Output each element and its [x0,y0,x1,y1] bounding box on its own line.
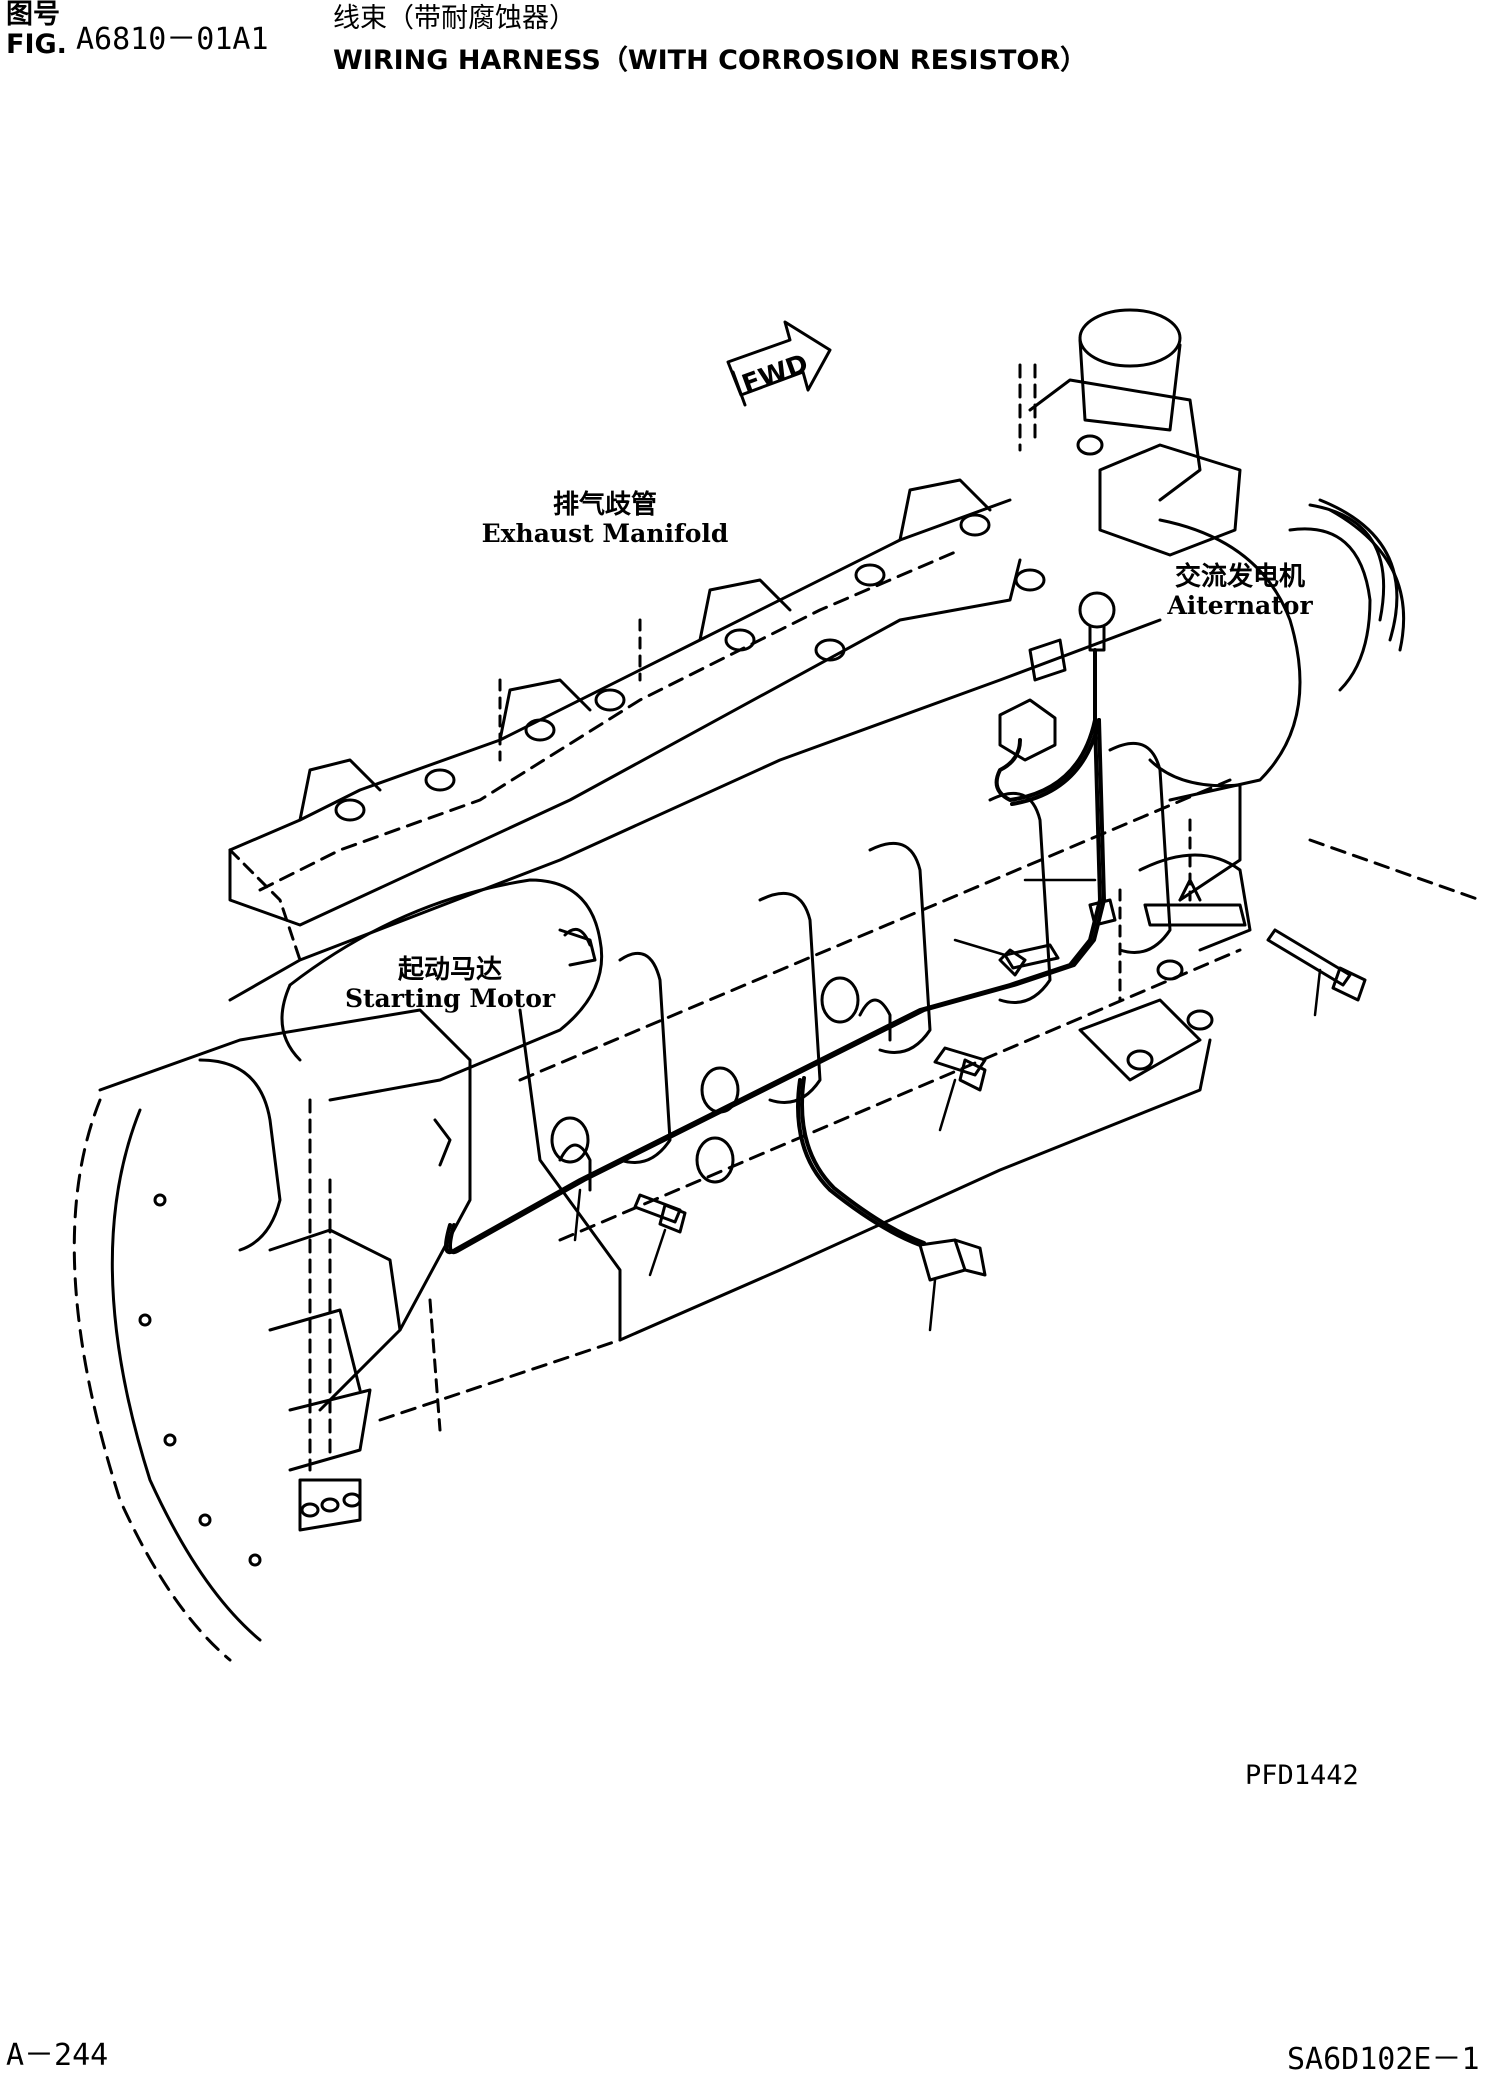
title-en: WIRING HARNESS（WITH CORROSION RESISTOR） [333,45,1088,76]
drawing-number: PFD1442 [1245,1760,1359,1791]
alternator-label: 交流发电机 Aiternator [1140,562,1340,620]
leader-lines [573,878,1322,1332]
alternator-label-cn: 交流发电机 [1174,562,1305,592]
exhaust-manifold-label-en: Exhaust Manifold [481,519,729,548]
page-number: A－244 [6,2038,109,2073]
harness-clamps [433,927,892,1192]
cylinder-block [228,618,1242,1422]
harness-connectors [918,591,1117,1282]
starting-motor-label-en: Starting Motor [344,984,556,1013]
coolant-outlet [1018,308,1242,557]
exhaust-manifold [228,478,1046,962]
wiring-harness [444,648,1106,1255]
flywheel-housing [72,1008,472,1662]
fwd-arrow-label: FWD [738,349,812,400]
figure-label-cn: 图号 [6,0,60,30]
title-cn: 线束（带耐腐蚀器） [333,3,576,34]
starting-motor-label: 起动马达 Starting Motor [330,955,570,1013]
fwd-arrow: FWD [726,320,832,407]
figure-label-en: FIG. [6,29,67,60]
starting-motor-label-cn: 起动马达 [397,955,502,985]
bolts [633,878,1367,1234]
alternator-label-en: Aiternator [1167,591,1313,620]
model-code: SA6D102E－1 [1287,2042,1480,2077]
exhaust-manifold-label-cn: 排气歧管 [552,490,657,520]
starting-motor [280,878,604,1102]
exhaust-manifold-label: 排气歧管 Exhaust Manifold [470,490,740,548]
figure-code: A6810－01A1 [76,22,269,57]
